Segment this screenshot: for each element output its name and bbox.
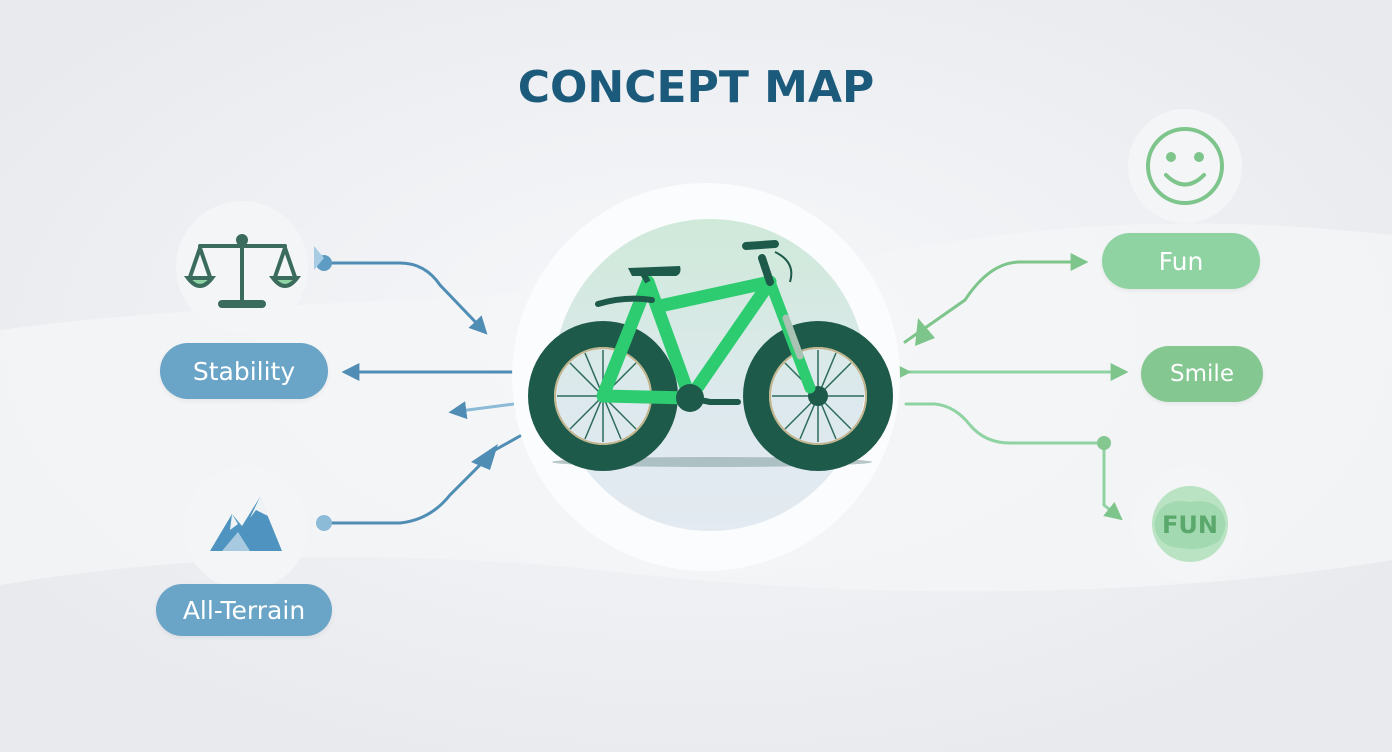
node-stability[interactable]: Stability [160, 343, 328, 399]
connector-hub-to-fun [903, 253, 1089, 344]
rear-fender [595, 295, 655, 307]
handlebar [742, 240, 779, 250]
front-tire [743, 321, 893, 471]
smiley-face-icon [1146, 127, 1224, 205]
bike-saddle [628, 266, 681, 276]
crank-arm [687, 395, 741, 405]
right-connectors [893, 253, 1129, 521]
node-fun[interactable]: Fun [1102, 233, 1260, 289]
connector-all-terrain-to-hub [322, 434, 522, 525]
node-smile[interactable]: Smile [1141, 346, 1263, 402]
balance-scale-icon [183, 234, 302, 308]
connector-dot-right [1097, 436, 1111, 450]
connector-flag-top [314, 246, 324, 270]
connector-stability-to-hub [322, 261, 488, 335]
fun-badge-icon: FUN [1152, 486, 1228, 562]
connector-faint-arrow [448, 401, 516, 420]
arrowhead-all-terrain [471, 444, 498, 470]
left-connectors [322, 261, 522, 525]
connector-dot-bottom [316, 515, 332, 531]
brake-cable [774, 251, 793, 283]
node-all-terrain[interactable]: All-Terrain [156, 584, 332, 636]
connector-hub-to-fun-badge [904, 402, 1123, 521]
fun-badge-label: FUN [1162, 511, 1218, 539]
bike-frame [596, 275, 777, 405]
fat-tire-bicycle-icon [528, 240, 893, 471]
arrowhead-fun-return [915, 318, 935, 346]
mountain-icon [210, 497, 282, 551]
front-rim [769, 347, 867, 445]
fork-suspension [782, 314, 804, 360]
smiley-badge-bg [1128, 109, 1242, 223]
stem [758, 254, 774, 286]
page-title: CONCEPT MAP [517, 62, 875, 113]
